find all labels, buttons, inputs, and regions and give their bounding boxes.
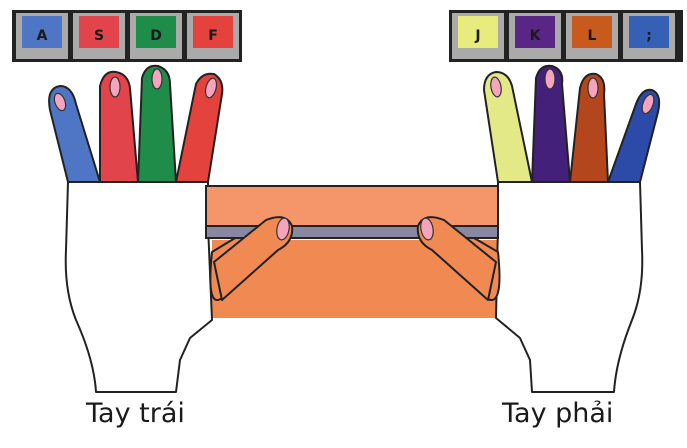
right-hand-label: Tay phải xyxy=(502,398,614,429)
right-middle-finger xyxy=(531,64,571,183)
key-semicolon: ; xyxy=(623,13,675,59)
key-j-letter: J xyxy=(474,28,480,44)
right-thumb-nail-overlay xyxy=(420,217,434,241)
left-middle-finger xyxy=(137,64,177,183)
left-palm xyxy=(64,181,213,393)
key-semicolon-cap xyxy=(629,16,669,48)
left-middle-nail xyxy=(151,68,163,90)
right-palm xyxy=(495,181,644,393)
right-thumb-overlay xyxy=(416,216,497,301)
space-bar-top xyxy=(205,185,499,227)
right-index-finger xyxy=(483,71,533,183)
key-semicolon-letter: ; xyxy=(646,28,652,44)
thumbs-overlay xyxy=(213,216,497,301)
key-a: A xyxy=(16,13,68,59)
key-l-letter: L xyxy=(588,28,597,44)
left-pinky-nail xyxy=(53,92,67,112)
key-j-cap xyxy=(458,16,498,48)
right-home-row-keys: J K L ; xyxy=(449,10,683,62)
key-k-letter: K xyxy=(530,28,542,44)
key-d-cap xyxy=(136,16,176,48)
right-ring-finger xyxy=(569,72,609,183)
key-s-cap xyxy=(79,16,119,48)
left-index-nail xyxy=(204,77,218,99)
key-a-letter: A xyxy=(37,28,48,44)
left-ring-finger xyxy=(99,70,139,183)
left-hand-label: Tay trái xyxy=(86,398,185,429)
right-ring-nail xyxy=(587,77,599,99)
key-d-letter: D xyxy=(150,28,162,44)
right-pinky-nail xyxy=(641,93,655,115)
left-index-finger xyxy=(175,72,224,183)
key-k: K xyxy=(509,13,561,59)
key-d: D xyxy=(130,13,182,59)
key-j: J xyxy=(452,13,504,59)
left-home-row-keys: A S D F xyxy=(12,10,242,62)
key-k-cap xyxy=(515,16,555,48)
key-s: S xyxy=(73,13,125,59)
key-l: L xyxy=(566,13,618,59)
key-s-letter: S xyxy=(94,28,104,44)
right-middle-nail xyxy=(544,68,556,90)
key-f-cap xyxy=(193,16,233,48)
key-f: F xyxy=(187,13,239,59)
left-ring-nail xyxy=(109,76,121,98)
thumb-nails-overlay xyxy=(276,217,434,241)
left-thumb-nail-overlay xyxy=(276,217,290,241)
key-f-letter: F xyxy=(208,28,218,44)
key-l-cap xyxy=(572,16,612,48)
right-index-nail xyxy=(490,76,502,98)
key-a-cap xyxy=(22,16,62,48)
left-thumb-overlay xyxy=(213,216,294,301)
